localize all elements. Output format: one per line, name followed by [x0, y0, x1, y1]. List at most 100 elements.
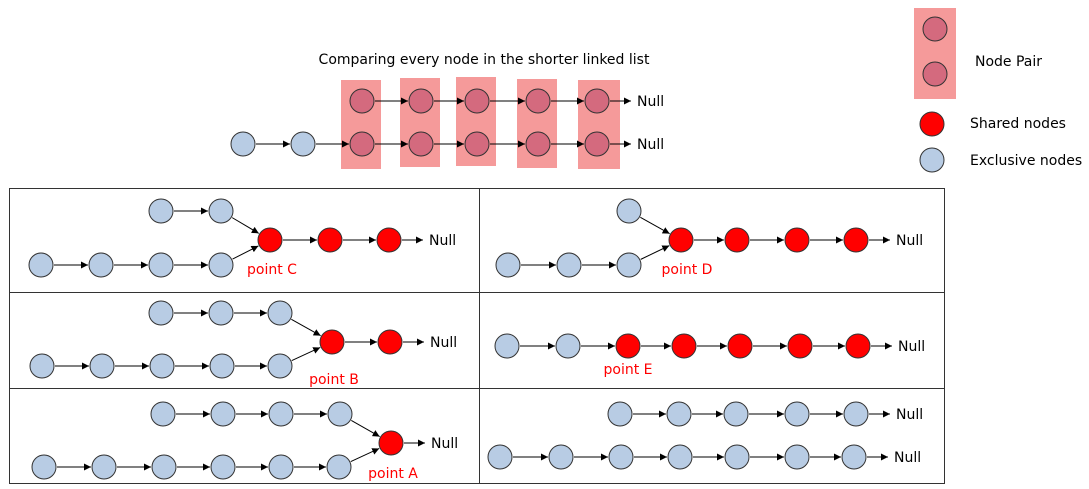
- shared-node: [727, 333, 753, 359]
- exclusive-node: [210, 454, 236, 480]
- shared-node: [668, 227, 694, 253]
- legend-exclusive-label: Exclusive nodes: [970, 153, 1082, 169]
- shared-node: [784, 227, 810, 253]
- shared-node: [724, 227, 750, 253]
- exclusive-node: [148, 300, 174, 326]
- shared-node: [787, 333, 813, 359]
- exclusive-node: [784, 401, 810, 427]
- shared-node: [376, 227, 402, 253]
- exclusive-node: [268, 401, 294, 427]
- null-terminator-label: Null: [898, 339, 925, 355]
- pair-node: [349, 131, 375, 157]
- exclusive-node: [29, 353, 55, 379]
- exclusive-node: [28, 252, 54, 278]
- null-terminator-label: Null: [430, 335, 457, 351]
- pair-node: [525, 88, 551, 114]
- legend-shared-label: Shared nodes: [970, 116, 1066, 132]
- legend-exclusive-swatch: [919, 147, 945, 173]
- pair-node: [408, 131, 434, 157]
- shared-node: [615, 333, 641, 359]
- point-a-label: point A: [368, 466, 418, 482]
- point-c-label: point C: [247, 262, 297, 278]
- exclusive-node: [148, 252, 174, 278]
- exclusive-node: [208, 252, 234, 278]
- null-terminator-label: Null: [637, 94, 664, 110]
- exclusive-node: [841, 444, 867, 470]
- next-pointer-arrow: [232, 245, 259, 260]
- exclusive-node: [268, 454, 294, 480]
- null-terminator-label: Null: [429, 233, 456, 249]
- point-e-label: point E: [604, 362, 653, 378]
- panel-point-a: point A Null: [31, 401, 458, 482]
- exclusive-node: [31, 454, 57, 480]
- exclusive-node: [208, 300, 234, 326]
- exclusive-node: [230, 131, 256, 157]
- next-pointer-arrow: [291, 346, 321, 362]
- exclusive-node: [784, 444, 810, 470]
- shared-node: [378, 430, 404, 456]
- exclusive-node: [208, 198, 234, 224]
- exclusive-node: [487, 444, 513, 470]
- next-pointer-arrow: [640, 216, 670, 235]
- exclusive-node: [724, 444, 750, 470]
- exclusive-node: [267, 300, 293, 326]
- pair-node: [464, 88, 490, 114]
- next-pointer-arrow: [291, 318, 321, 337]
- legend-pair-node: [922, 16, 948, 42]
- next-pointer-arrow: [231, 217, 260, 234]
- exclusive-node: [148, 198, 174, 224]
- exclusive-node: [616, 252, 642, 278]
- shared-node: [845, 333, 871, 359]
- null-terminator-label: Null: [431, 436, 458, 452]
- legend-shared-swatch: [919, 111, 945, 137]
- exclusive-node: [555, 333, 581, 359]
- shared-node: [843, 227, 869, 253]
- exclusive-node: [326, 454, 352, 480]
- exclusive-node: [556, 252, 582, 278]
- exclusive-node: [667, 444, 693, 470]
- pair-node: [584, 131, 610, 157]
- next-pointer-arrow: [640, 245, 670, 260]
- null-terminator-label: Null: [896, 233, 923, 249]
- panel-grid-border: [9, 188, 945, 484]
- exclusive-node: [666, 401, 692, 427]
- panel-point-d: point D Null: [495, 198, 923, 278]
- pair-node: [525, 131, 551, 157]
- exclusive-node: [548, 444, 574, 470]
- shared-node: [319, 329, 345, 355]
- exclusive-node: [327, 401, 353, 427]
- shared-node: [257, 227, 283, 253]
- exclusive-node: [843, 401, 869, 427]
- shared-node: [671, 333, 697, 359]
- next-pointer-arrow: [350, 447, 380, 463]
- exclusive-node: [150, 401, 176, 427]
- exclusive-node: [91, 454, 117, 480]
- shared-node: [317, 227, 343, 253]
- exclusive-node: [608, 444, 634, 470]
- point-d-label: point D: [662, 262, 713, 278]
- exclusive-node: [151, 454, 177, 480]
- exclusive-node: [495, 252, 521, 278]
- legend-pair-label: Node Pair: [975, 54, 1042, 70]
- panel-point-b: point B Null: [29, 300, 457, 388]
- legend-pair-node: [922, 61, 948, 87]
- shared-node: [377, 329, 403, 355]
- null-terminator-label: Null: [637, 137, 664, 153]
- null-terminator-label: Null: [896, 407, 923, 423]
- exclusive-node: [209, 353, 235, 379]
- legend: Node Pair Shared nodes Exclusive nodes: [914, 8, 1082, 173]
- pair-node: [408, 88, 434, 114]
- panel-point-c: point C Null: [28, 198, 456, 278]
- null-terminator-label: Null: [894, 450, 921, 466]
- panel-grid: [9, 188, 945, 484]
- pair-node: [584, 88, 610, 114]
- point-b-label: point B: [309, 372, 359, 388]
- exclusive-node: [290, 131, 316, 157]
- diagram-title: Comparing every node in the shorter link…: [319, 52, 650, 68]
- next-pointer-arrow: [351, 419, 380, 438]
- pair-node: [464, 131, 490, 157]
- exclusive-node: [267, 353, 293, 379]
